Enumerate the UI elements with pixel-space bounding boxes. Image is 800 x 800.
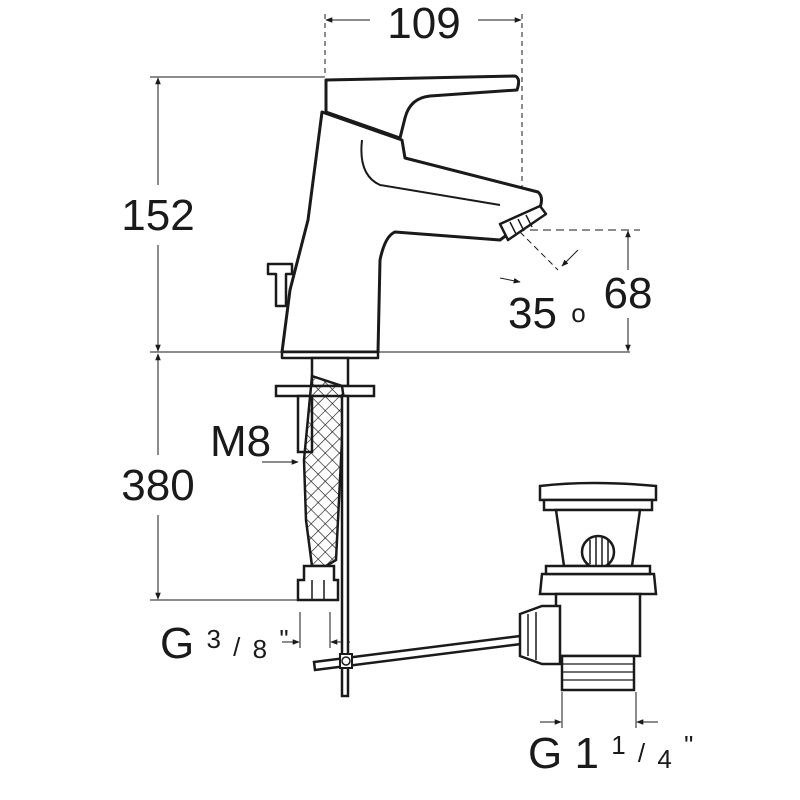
waste-whole: 1 [574,729,598,778]
braided-hose [302,374,346,568]
waste-thread [560,654,636,692]
waste-cap [538,481,658,502]
spout-highlight [360,139,501,206]
angle-arrow-right [561,249,579,267]
popup-rod [340,394,350,698]
label-thread-m8: M8 [210,417,271,466]
hose-g: G [160,619,194,668]
label-clearance-68: 68 [604,269,653,318]
hose-nut [296,564,340,602]
label-rod-380: 380 [121,461,194,510]
clevis-screw [341,656,351,666]
hose-den: 8 [253,634,267,664]
waste-num: 1 [611,730,625,760]
waste-overflow-slot [580,534,616,570]
waste-tailpipe [554,592,642,658]
lever-handle [324,74,521,140]
angle-ref-line [519,231,559,271]
aerator-rib-1 [509,221,517,235]
waste-valve [518,481,658,692]
hose-num: 3 [206,624,220,654]
waste-slash: / [638,738,646,768]
side-connector [518,604,562,666]
aerator-rib-2 [517,218,525,232]
hose-unit: " [279,624,288,654]
fixings [274,356,523,698]
waste-flange [542,498,654,512]
faucet-spout [280,110,543,354]
faucet-body [266,74,548,360]
label-width-109: 109 [387,0,460,48]
waste-g: G [528,729,562,778]
label-height-152: 152 [121,191,194,240]
angle-degree: o [571,298,585,328]
aerator-rib-3 [525,214,533,228]
aerator [498,204,548,242]
popup-knob [266,262,294,308]
angle-value: 35 [508,289,557,338]
waste-den: 4 [657,744,671,774]
angle-arrow-left [499,277,521,284]
hose-slash: / [233,632,241,662]
waste-locknut [538,572,658,596]
label-waste-thread: G 1 1 / 4 " [528,715,693,778]
dimension-lines [150,14,658,728]
label-hose-thread: G 3 / 8 " [160,609,289,668]
waste-unit: " [684,730,693,760]
label-angle-35: 35 o [508,289,586,338]
waste-collar [544,564,652,576]
